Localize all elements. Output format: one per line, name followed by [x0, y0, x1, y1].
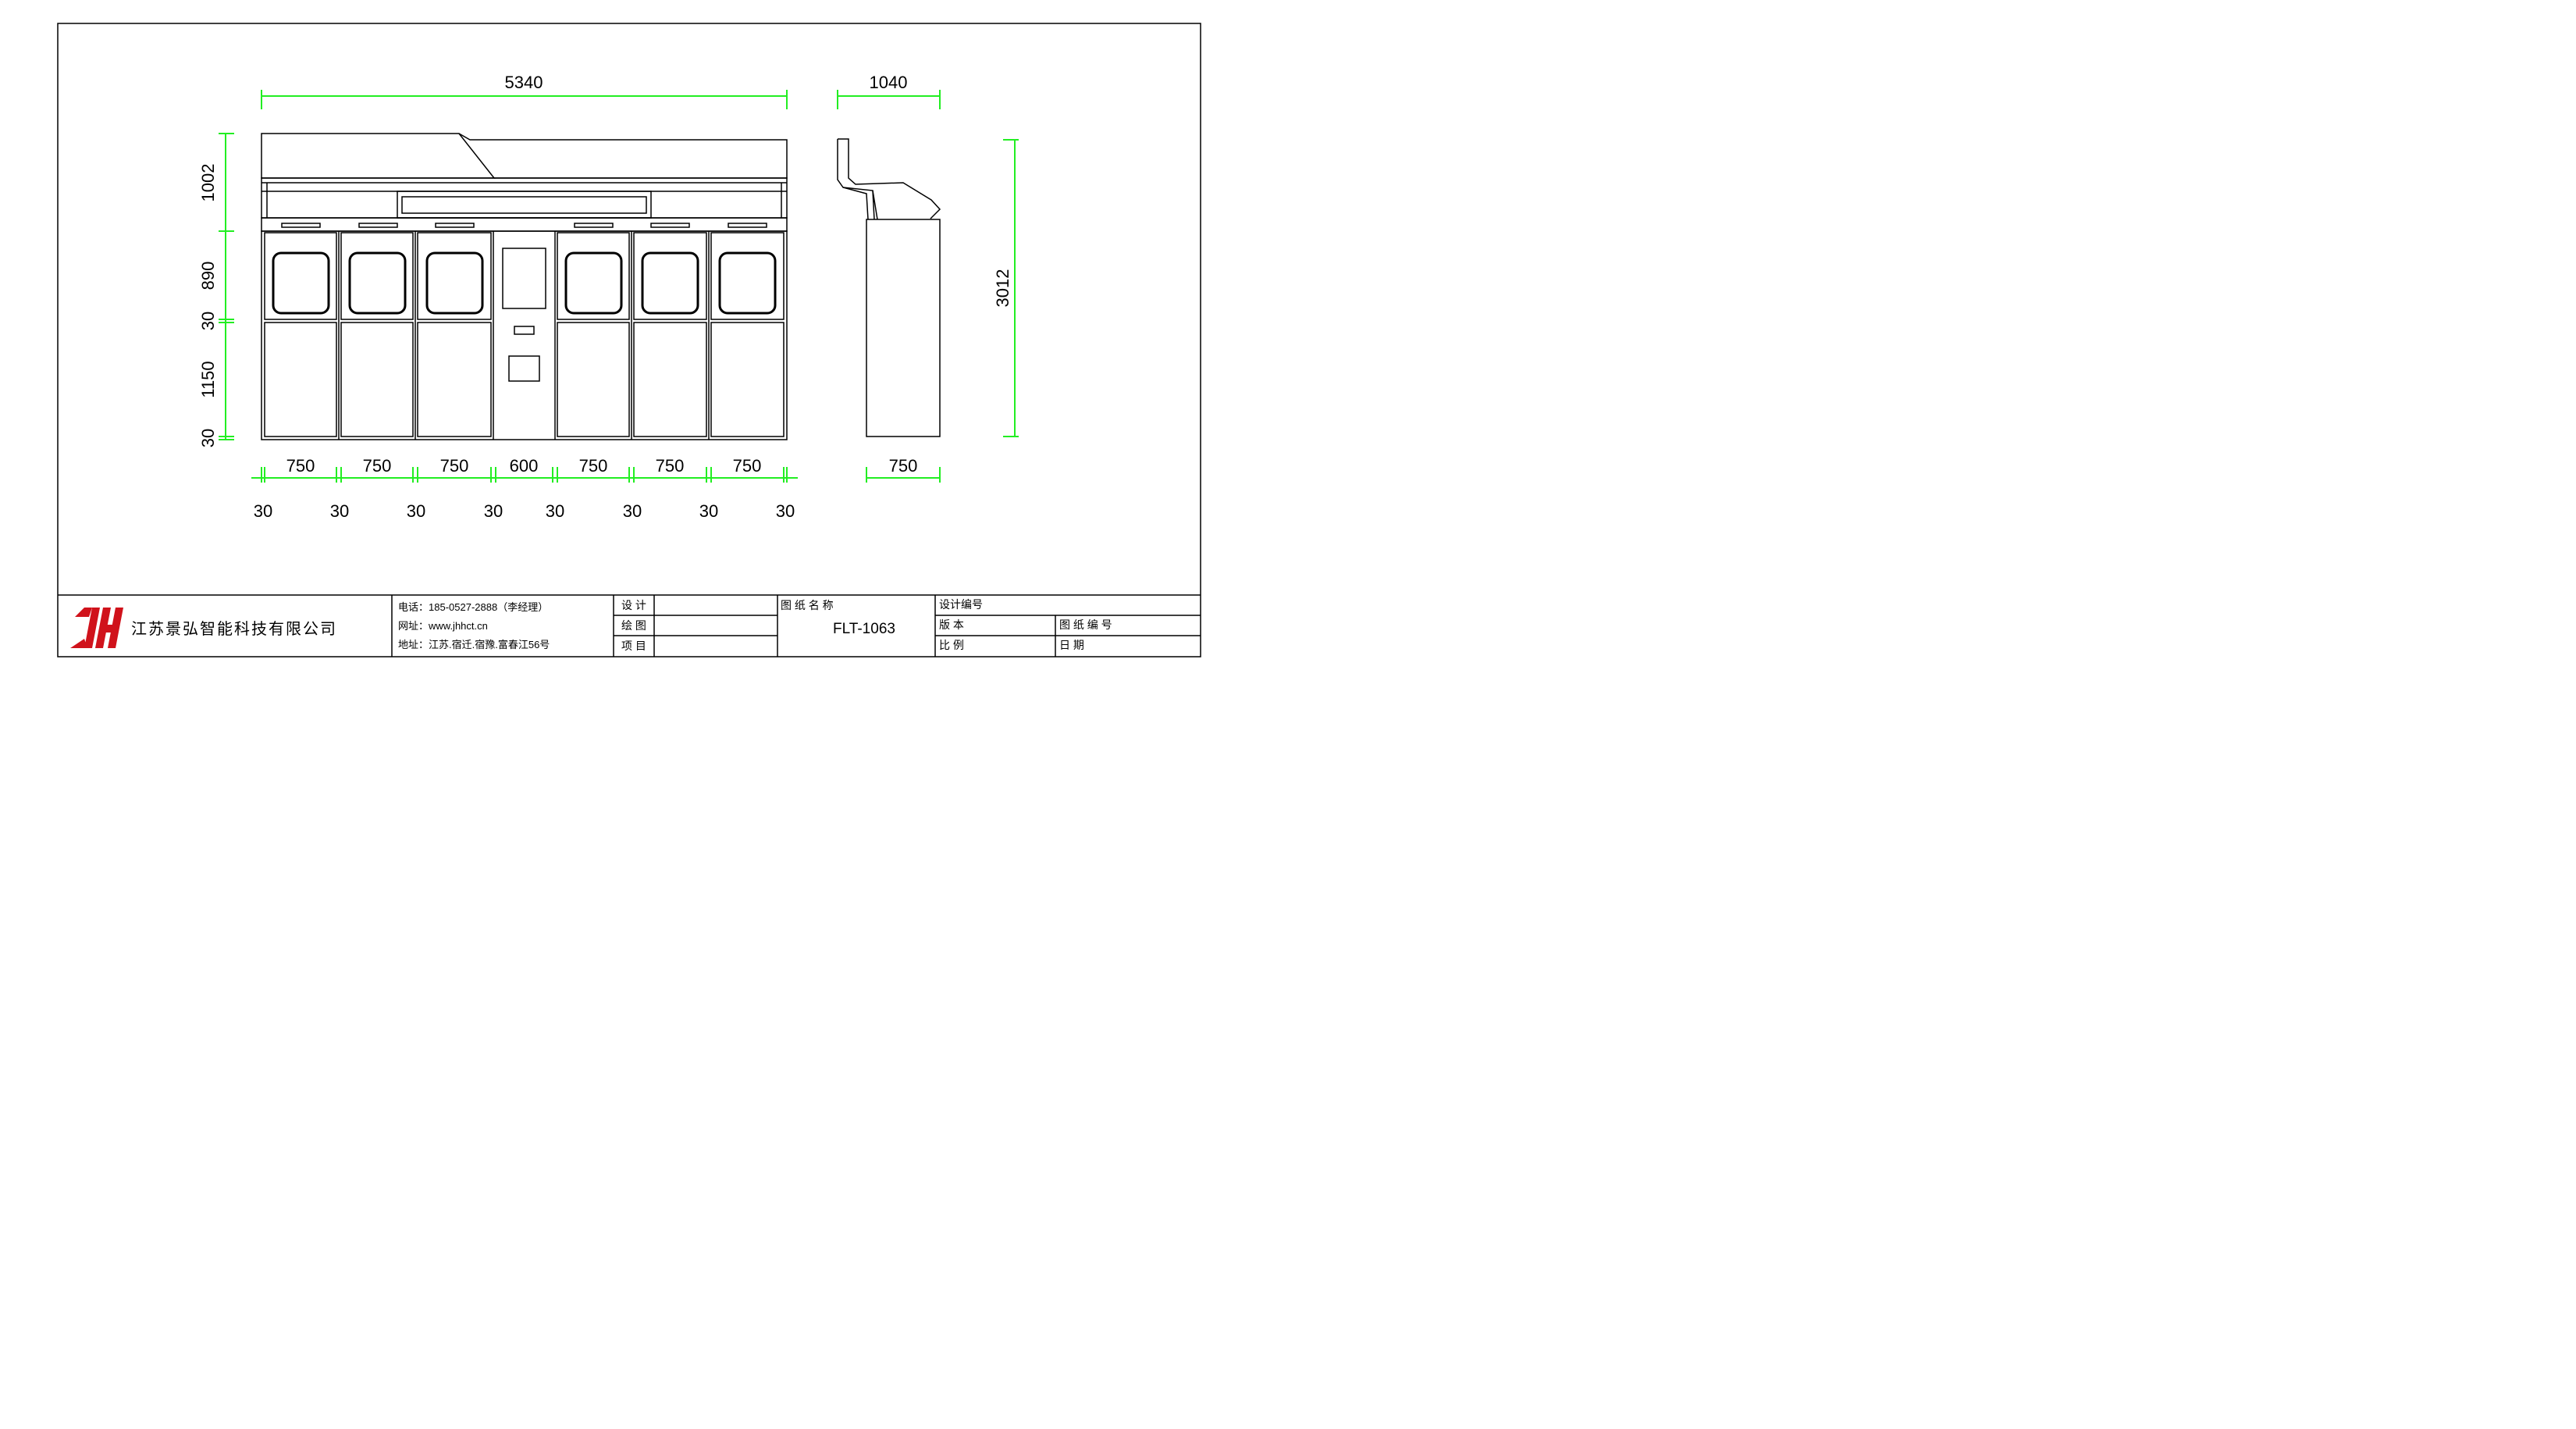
label-version: 版 本 — [939, 618, 964, 631]
side-view — [837, 138, 941, 437]
dim-height-gap-2: 30 — [198, 429, 218, 447]
dim-overall-width: 5340 — [505, 73, 543, 92]
dim-gap-6: 30 — [623, 501, 642, 521]
company-logo — [70, 608, 123, 648]
dim-gap-1: 30 — [254, 501, 272, 521]
dim-gap-2: 30 — [330, 501, 349, 521]
dim-gap-4: 30 — [484, 501, 503, 521]
label-draw: 绘 图 — [621, 619, 646, 632]
dim-bay-3: 750 — [440, 456, 469, 476]
dim-gap-5: 30 — [546, 501, 564, 521]
inlet-1 — [272, 251, 330, 315]
dim-overall-height: 3012 — [993, 269, 1012, 308]
dim-gap-3: 30 — [407, 501, 425, 521]
dim-height-gap-1: 30 — [198, 312, 218, 330]
header-band — [261, 177, 788, 219]
dim-bay-center: 600 — [510, 456, 539, 476]
dim-bay-1: 750 — [286, 456, 315, 476]
control-reader — [514, 326, 535, 335]
drawing-frame — [57, 23, 1201, 657]
dim-bay-6: 750 — [733, 456, 762, 476]
side-roof-profile — [838, 138, 941, 219]
label-design: 设 计 — [621, 599, 646, 611]
inlet-6 — [718, 251, 777, 315]
label-design-number: 设计编号 — [939, 598, 983, 611]
cad-drawing: 5340 1040 3012 1002 890 30 1150 30 750 7… — [57, 23, 1201, 657]
control-slot — [508, 355, 540, 382]
inlet-4 — [564, 251, 623, 315]
company-name: 江苏景弘智能科技有限公司 — [131, 620, 337, 638]
side-body — [866, 219, 941, 437]
dim-side-depth: 1040 — [870, 73, 908, 92]
display-panel — [397, 191, 652, 219]
display-screen — [401, 196, 647, 214]
dim-side-bottom: 750 — [889, 456, 918, 476]
front-roof-right — [458, 133, 788, 179]
control-screen — [502, 248, 546, 309]
inlet-3 — [425, 251, 484, 315]
inlet-2 — [348, 251, 407, 315]
dimension-lines — [219, 90, 1019, 483]
front-view — [261, 133, 788, 440]
ledge — [261, 217, 788, 232]
dim-height-lower: 1150 — [198, 361, 218, 397]
inlet-5 — [641, 251, 699, 315]
dim-gap-7: 30 — [699, 501, 718, 521]
contact-address: 地址：江苏.宿迁.宿豫.富春江56号 — [398, 639, 550, 650]
drawing-code: FLT-1063 — [833, 621, 895, 637]
dim-height-upper: 890 — [198, 262, 218, 290]
contact-phone: 电话：185-0527-2888（李经理） — [398, 601, 548, 613]
dim-bay-5: 750 — [656, 456, 685, 476]
title-block — [58, 594, 1201, 657]
contact-website: 网址：www.jhhct.cn — [398, 620, 488, 632]
label-date: 日 期 — [1059, 639, 1084, 651]
label-project: 项 目 — [621, 640, 646, 652]
dim-bay-4: 750 — [579, 456, 608, 476]
label-drawing-number: 图 纸 编 号 — [1059, 618, 1112, 631]
dim-gap-8: 30 — [776, 501, 795, 521]
dim-bay-2: 750 — [363, 456, 392, 476]
dim-height-roof: 1002 — [198, 164, 218, 202]
bin-body — [261, 230, 788, 440]
label-scale: 比 例 — [939, 639, 964, 651]
label-drawing-name: 图 纸 名 称 — [781, 599, 834, 611]
front-roof — [261, 133, 496, 179]
